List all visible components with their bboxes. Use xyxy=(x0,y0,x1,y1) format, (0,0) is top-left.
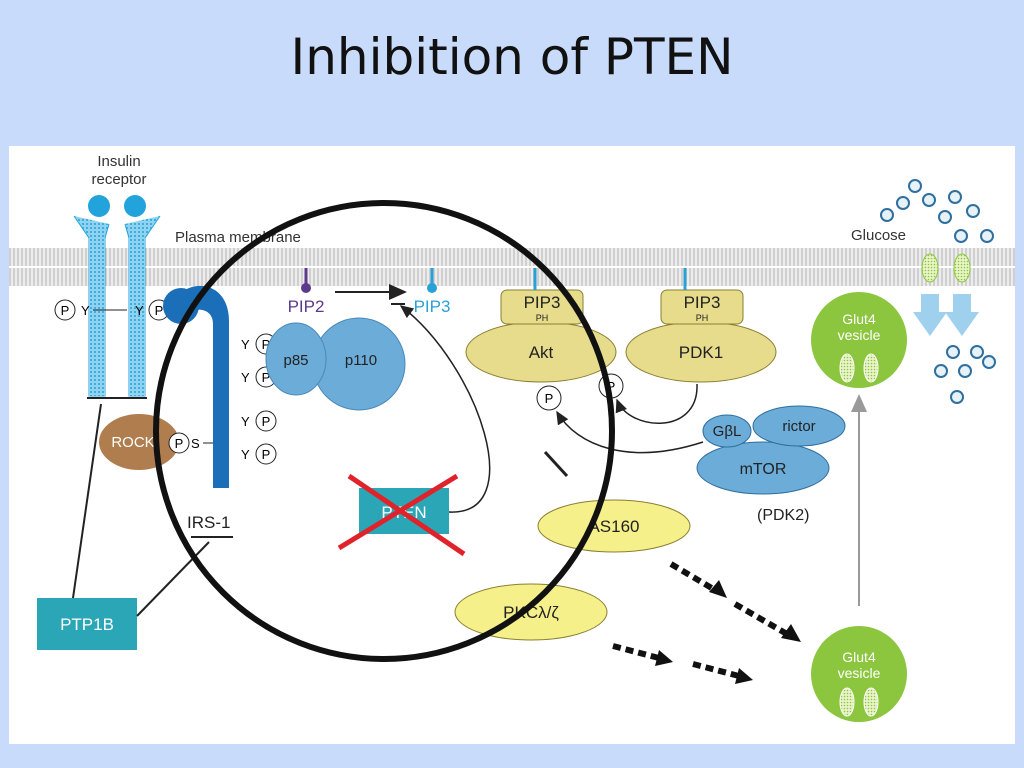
svg-text:vesicle: vesicle xyxy=(838,665,881,681)
svg-text:p110: p110 xyxy=(345,352,377,369)
svg-text:Y: Y xyxy=(135,303,144,318)
irs1-label: IRS-1 xyxy=(187,513,230,532)
pi3k-complex: p85 p110 xyxy=(265,317,406,411)
svg-text:P: P xyxy=(262,447,271,462)
highlight-circle xyxy=(153,200,615,662)
svg-text:PH: PH xyxy=(536,313,549,323)
pdk2-label: (PDK2) xyxy=(757,507,809,524)
svg-text:PDK1: PDK1 xyxy=(679,343,723,362)
svg-text:ROCK: ROCK xyxy=(111,434,154,451)
akt-node: PIP3 PH Akt xyxy=(465,268,617,383)
ptp1b-node: PTP1B xyxy=(37,598,137,650)
svg-text:P: P xyxy=(262,370,271,385)
slide-title: Inhibition of PTEN xyxy=(290,28,734,86)
plasma-membrane xyxy=(9,248,1015,286)
svg-text:P: P xyxy=(175,436,184,451)
svg-text:GβL: GβL xyxy=(713,423,742,440)
svg-text:Y: Y xyxy=(241,370,250,385)
svg-text:PTP1B: PTP1B xyxy=(60,615,114,634)
insulin-receptor-label: Insulin xyxy=(97,153,140,170)
insulin-receptor: Insulin receptor xyxy=(73,153,161,399)
svg-text:PIP3: PIP3 xyxy=(414,297,451,316)
svg-text:Y: Y xyxy=(241,337,250,352)
svg-text:Y: Y xyxy=(241,414,250,429)
svg-text:Y: Y xyxy=(241,447,250,462)
svg-text:vesicle: vesicle xyxy=(838,327,881,343)
glut4-vesicle-top: Glut4 vesicle xyxy=(811,292,907,388)
insulin-receptor-label-2: receptor xyxy=(91,171,146,188)
as160-node: AS160 xyxy=(537,499,691,553)
svg-text:P: P xyxy=(262,337,271,352)
svg-text:Glut4: Glut4 xyxy=(842,649,876,665)
svg-text:P: P xyxy=(545,391,554,406)
svg-text:Glut4: Glut4 xyxy=(842,311,876,327)
irs1-protein xyxy=(163,285,229,488)
plasma-membrane-label: Plasma membrane xyxy=(175,229,301,246)
akt-to-as160 xyxy=(543,450,569,478)
glucose-molecules xyxy=(880,179,996,404)
pip2-lipid: PIP2 xyxy=(288,268,325,316)
glut4-vesicle-bottom: Glut4 vesicle xyxy=(811,626,907,722)
glucose-label: Glucose xyxy=(851,227,906,244)
svg-text:PIP3: PIP3 xyxy=(684,293,721,312)
pathway-diagram: Plasma membrane Insulin receptor P Y Y P… xyxy=(9,146,1015,744)
svg-text:P: P xyxy=(61,303,70,318)
ptp1b-to-irs1 xyxy=(136,541,210,617)
svg-text:P: P xyxy=(155,303,164,318)
svg-text:PIP2: PIP2 xyxy=(288,297,325,316)
pkc-node: PKCλ/ζ xyxy=(454,583,608,641)
red-cross xyxy=(337,473,466,557)
svg-text:P: P xyxy=(262,414,271,429)
pdk1-node: PIP3 PH PDK1 xyxy=(625,268,777,383)
svg-text:PH: PH xyxy=(696,313,709,323)
svg-text:rictor: rictor xyxy=(782,418,815,435)
svg-text:Akt: Akt xyxy=(529,343,554,362)
svg-text:PIP3: PIP3 xyxy=(524,293,561,312)
svg-text:Y: Y xyxy=(81,303,90,318)
mtorc2-complex: GβL rictor mTOR xyxy=(696,405,846,495)
pdk1-phosphorylates-akt xyxy=(615,383,698,425)
svg-text:P: P xyxy=(607,379,616,394)
receptor-phosphotyrosine: P Y Y P xyxy=(54,299,170,321)
pten-feedback-arrow xyxy=(399,305,491,513)
svg-text:mTOR: mTOR xyxy=(740,461,787,478)
svg-text:p85: p85 xyxy=(283,352,308,369)
glut4-transporters xyxy=(913,253,979,336)
dotted-arrows xyxy=(612,561,789,679)
dotted-arrowheads xyxy=(655,580,801,684)
svg-text:AS160: AS160 xyxy=(588,517,639,536)
svg-text:S: S xyxy=(191,436,200,451)
pip3-lipid: PIP3 xyxy=(414,268,451,316)
ptp1b-to-receptor xyxy=(72,403,102,599)
